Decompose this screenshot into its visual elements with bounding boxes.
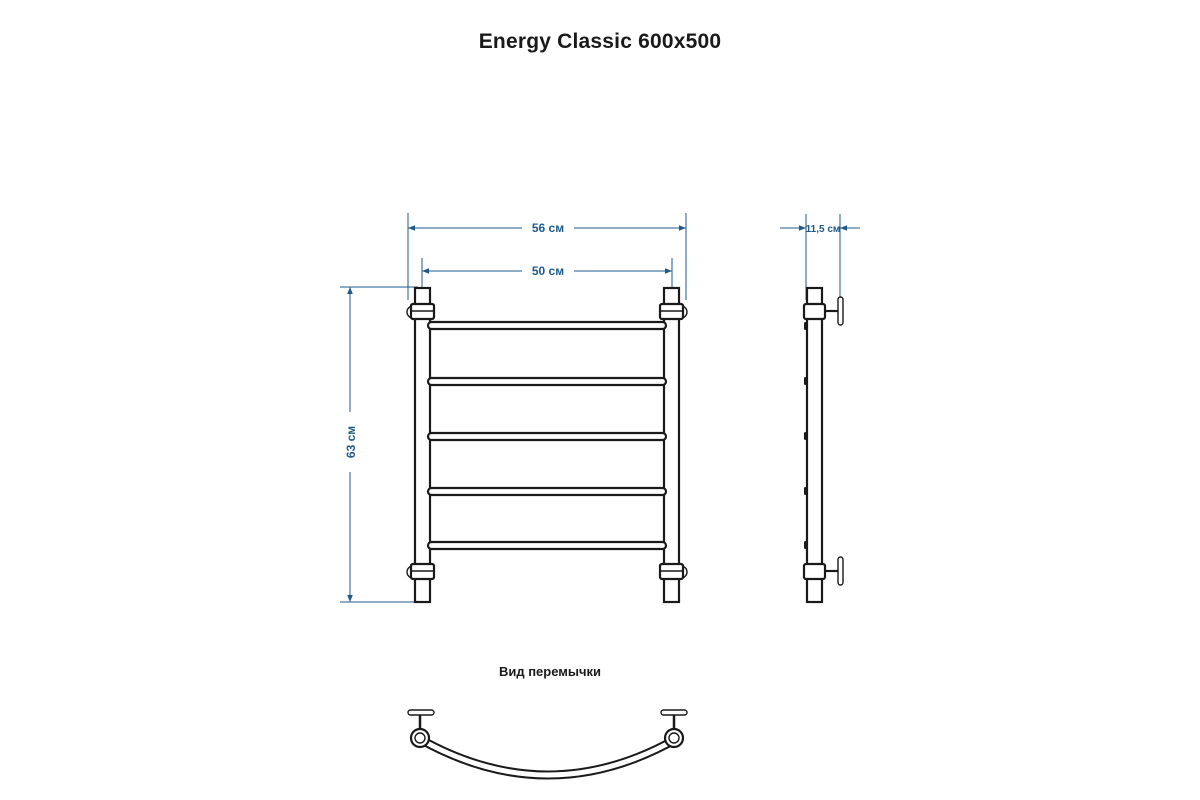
bridge-bar-inner <box>415 735 681 778</box>
side-collar-top <box>802 302 827 321</box>
bridge-view-label: Вид перемычки <box>498 664 602 679</box>
mount-bottom-left <box>406 562 436 581</box>
side-rung-stub-1 <box>804 322 807 330</box>
side-rung-stub-4 <box>804 487 807 495</box>
bridge-bracket-left <box>407 709 435 749</box>
left-upright <box>413 286 432 604</box>
side-upright <box>805 286 824 604</box>
side-collar-bottom <box>802 562 827 581</box>
mount-top-left <box>406 302 436 321</box>
rung-2 <box>426 376 668 387</box>
page-title: Energy Classic 600x500 <box>478 30 722 53</box>
rung-5 <box>426 540 668 551</box>
side-bracket-top <box>825 296 844 326</box>
dim-outer-width-label: 56 см <box>532 221 564 235</box>
side-rung-stub-2 <box>804 377 807 385</box>
rung-3 <box>426 431 668 442</box>
dim-inner-width-label: 50 см <box>532 264 564 278</box>
dim-height-label: 63 см <box>344 426 358 458</box>
side-view: 11,5 см <box>780 214 860 604</box>
front-view: 56 см 50 см 63 см <box>340 213 688 604</box>
bridge-bracket-right <box>660 709 688 749</box>
side-rung-stub-5 <box>804 541 807 549</box>
side-rung-stub-3 <box>804 432 807 440</box>
right-upright <box>662 286 681 604</box>
bridge-view <box>407 709 688 780</box>
mount-top-right <box>658 302 688 321</box>
dim-depth-label: 11,5 см <box>806 224 841 235</box>
side-bracket-bottom <box>825 556 844 586</box>
rung-1 <box>426 320 668 331</box>
mount-bottom-right <box>658 562 688 581</box>
rung-4 <box>426 486 668 497</box>
